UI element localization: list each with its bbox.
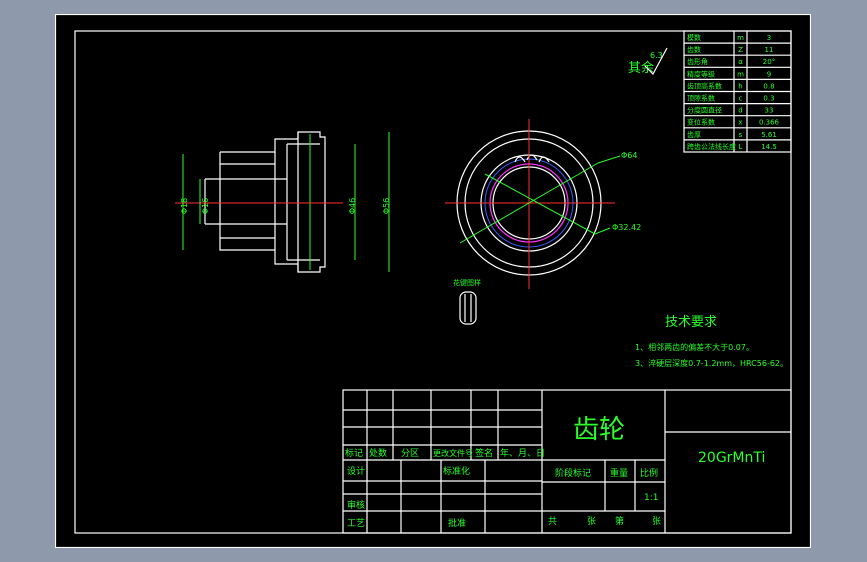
- tech-note-2: 3、淬硬层深度0.7-1.2mm，HRC56-62。: [635, 358, 788, 368]
- roughness-symbol: [644, 47, 668, 75]
- param-name: 精度等级: [687, 69, 715, 78]
- front-view: Φ18 Φ16 Φ46 Φ56: [175, 131, 391, 273]
- label-design: 设计: [347, 465, 365, 477]
- side-view: Φ64 Φ32.42: [445, 119, 641, 289]
- param-symbol: Z: [738, 46, 743, 54]
- param-symbol: L: [739, 143, 743, 151]
- label-craft: 工艺: [347, 518, 365, 529]
- param-value: 3: [767, 34, 771, 42]
- material: 20GrMnTi: [698, 450, 765, 466]
- param-value: 9: [767, 70, 771, 78]
- param-symbol: c: [739, 95, 743, 103]
- roughness-value: 6.3: [650, 51, 663, 60]
- param-value: 0.366: [759, 119, 780, 127]
- hdr-doc: 更改文件号: [433, 448, 473, 458]
- param-value: 20°: [763, 58, 775, 66]
- dim-d3: Φ46: [348, 198, 357, 214]
- scale-value: 1:1: [644, 493, 658, 503]
- label-weight: 重量: [610, 467, 628, 479]
- label-standard: 标准化: [443, 465, 470, 477]
- tech-title: 技术要求: [665, 315, 717, 330]
- param-name: 模数: [687, 33, 701, 42]
- drawing-sheet: 其余 6.3 模数 m 3 齿数 Z 11 齿形角 α 20° 精度等级 m 9 齿顶高系数 h 0.8 顶隙…: [55, 14, 811, 548]
- param-symbol: d: [738, 107, 742, 115]
- label-scale: 比例: [640, 467, 658, 479]
- hdr-count: 处数: [369, 447, 387, 459]
- label-sheet-unit-2: 张: [652, 516, 661, 527]
- dim-d1: Φ18: [180, 198, 189, 214]
- outer-frame: [55, 14, 811, 548]
- title-block: 齿轮 20GrMnTi 标记 处数 分区 更改文件号 签名 年、月、日 设计 标…: [342, 389, 792, 534]
- param-name: 跨齿公法线长度: [687, 142, 736, 151]
- label-approve: 批准: [448, 517, 466, 529]
- param-symbol: h: [738, 82, 742, 90]
- param-symbol: x: [738, 119, 742, 127]
- dim-d4: Φ56: [382, 198, 391, 214]
- roughness-note: 其余: [628, 60, 654, 76]
- dim-d5: Φ64: [621, 151, 637, 160]
- param-name: 变位系数: [687, 118, 715, 127]
- label-no: 第: [615, 515, 624, 527]
- drawing-title: 齿轮: [573, 415, 625, 445]
- param-table: 模数 m 3 齿数 Z 11 齿形角 α 20° 精度等级 m 9 齿顶高系数 h 0.8 顶隙系数 c 0.3 分…: [683, 30, 792, 153]
- param-symbol: m: [737, 34, 744, 42]
- label-sheet-unit: 张: [587, 516, 596, 527]
- hdr-sign: 签名: [475, 447, 493, 459]
- param-name: 顶隙系数: [687, 94, 715, 103]
- hdr-mark: 标记: [345, 447, 363, 459]
- dim-d2: Φ16: [201, 198, 210, 214]
- param-symbol: s: [739, 131, 743, 139]
- hdr-date: 年、月、日: [500, 447, 545, 459]
- tech-note-1: 1、相邻两齿的偏差不大于0.07。: [635, 342, 754, 352]
- cad-drawing: 其余 6.3 模数 m 3 齿数 Z 11 齿形角 α 20° 精度等级 m 9 齿顶高系数 h 0.8 顶隙…: [55, 14, 811, 548]
- param-value: 14.5: [761, 143, 777, 151]
- spline-detail: 花键图样: [453, 278, 481, 325]
- spline-label: 花键图样: [453, 278, 481, 287]
- param-value: 33: [765, 107, 774, 115]
- dim-d6: Φ32.42: [612, 223, 641, 232]
- hdr-zone: 分区: [401, 448, 419, 459]
- param-symbol: α: [738, 58, 743, 66]
- param-name: 分度圆直径: [687, 106, 722, 115]
- param-value: 5.61: [761, 131, 777, 139]
- param-value: 0.3: [763, 95, 774, 103]
- label-stage: 阶段标记: [555, 467, 591, 479]
- param-value: 11: [765, 46, 774, 54]
- param-symbol: m: [737, 70, 744, 78]
- param-name: 齿顶高系数: [687, 81, 722, 90]
- param-name: 齿厚: [687, 131, 701, 139]
- param-name: 齿形角: [687, 57, 708, 66]
- label-review: 审核: [347, 499, 365, 511]
- param-value: 0.8: [763, 82, 774, 90]
- param-name: 齿数: [687, 45, 701, 54]
- label-total: 共: [548, 516, 557, 527]
